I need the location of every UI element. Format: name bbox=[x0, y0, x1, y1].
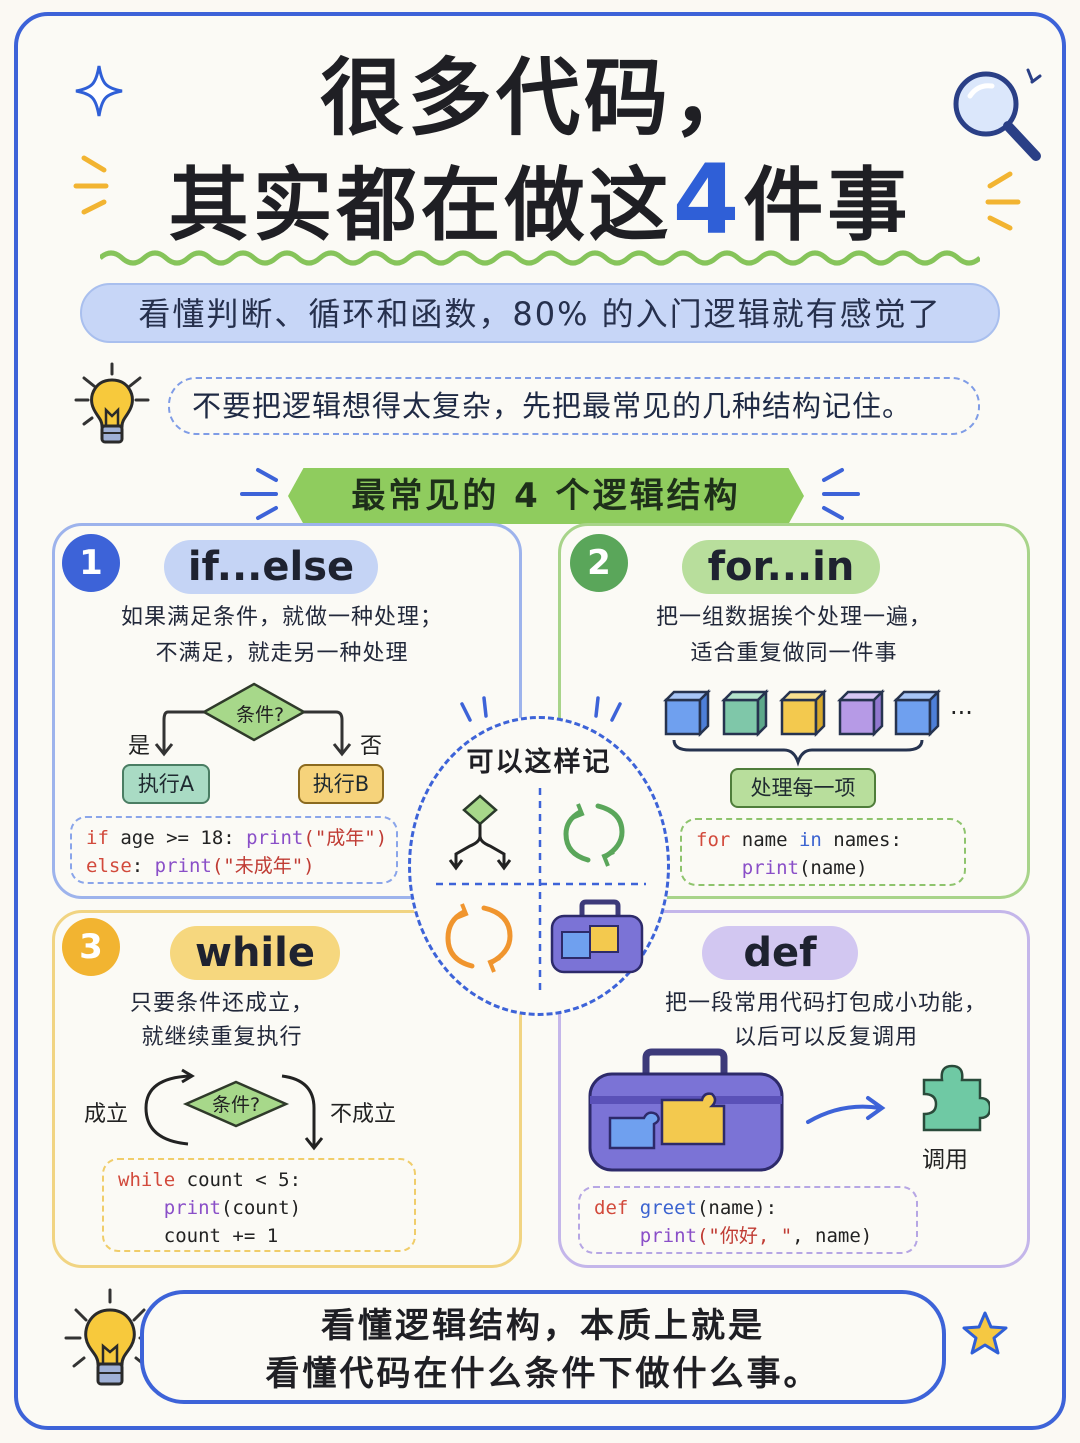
code-text: (name): bbox=[696, 1197, 778, 1219]
card1-desc-line1: 如果满足条件，就做一种处理； bbox=[120, 605, 443, 630]
banner-accent-left-icon bbox=[240, 468, 278, 520]
code-text: name bbox=[730, 829, 799, 851]
subtitle-banner: 看懂判断、循环和函数，80% 的入门逻辑就有感觉了 bbox=[80, 283, 1000, 343]
lightbulb-icon bbox=[74, 362, 150, 444]
loop-orange-icon bbox=[445, 903, 513, 973]
card3-desc-line2: 就继续重复执行 bbox=[141, 1025, 303, 1050]
while-loop-diagram bbox=[144, 1068, 324, 1151]
bottom-summary-line2: 看懂代码在什么条件下做什么事。 bbox=[265, 1354, 821, 1394]
center-label: 可以这样记 bbox=[466, 747, 612, 778]
card2-desc-line1: 把一组数据挨个处理一遍， bbox=[655, 605, 932, 630]
card1-keyword: if...else bbox=[164, 540, 378, 594]
code-keyword: for bbox=[696, 829, 731, 851]
cube-icon bbox=[778, 688, 828, 738]
if-no-label: 否 bbox=[360, 734, 383, 759]
cubes-ellipsis: ... bbox=[950, 692, 973, 720]
toolbox-puzzle-icon bbox=[588, 1048, 784, 1172]
toolbox-small-icon bbox=[550, 899, 644, 974]
title-accent-left-icon bbox=[73, 155, 109, 215]
code-text: names: bbox=[821, 829, 902, 851]
card-if-else bbox=[52, 523, 522, 899]
title-line2-suffix: 件事 bbox=[743, 159, 912, 252]
cube-icon bbox=[836, 688, 886, 738]
cube-icon bbox=[720, 688, 770, 738]
code-keyword: while bbox=[118, 1169, 176, 1191]
card4-desc-line1: 把一段常用代码打包成小功能， bbox=[664, 991, 987, 1016]
card-while bbox=[52, 910, 522, 1268]
code-function: print bbox=[741, 857, 799, 879]
code-function: print bbox=[639, 1225, 697, 1247]
code-keyword: in bbox=[798, 829, 822, 851]
puzzle-piece-icon bbox=[922, 1064, 990, 1132]
card2-number: 2 bbox=[570, 534, 628, 592]
banner-accent-right-icon bbox=[822, 468, 860, 520]
tip-callout: 不要把逻辑想得太复杂，先把最常见的几种结构记住。 bbox=[168, 377, 980, 435]
execute-a-box: 执行A bbox=[122, 764, 210, 804]
card2-desc-line2: 适合重复做同一件事 bbox=[690, 641, 898, 666]
title-number-4: 4 bbox=[666, 144, 750, 256]
bottom-summary-line1: 看懂逻辑结构，本质上就是 bbox=[321, 1306, 765, 1346]
branch-icon bbox=[448, 794, 512, 871]
code-text: age >= 18: bbox=[108, 827, 247, 849]
card-def bbox=[558, 910, 1030, 1268]
title-line2-prefix: 其实都在做这 bbox=[168, 159, 673, 252]
card1-desc-line2: 不满足，就走另一种处理 bbox=[155, 641, 409, 666]
code-text: , name) bbox=[792, 1225, 873, 1247]
circle-rays-icon bbox=[460, 696, 622, 722]
data-cubes-row bbox=[662, 688, 942, 767]
if-else-flowchart bbox=[154, 682, 352, 757]
while-condition-label: 条件? bbox=[211, 1094, 261, 1116]
structure-icons-grid bbox=[436, 788, 646, 996]
code-text: : bbox=[131, 855, 155, 877]
cube-icon bbox=[892, 688, 942, 738]
code-string: ("未成年") bbox=[211, 855, 315, 877]
card2-keyword: for...in bbox=[682, 540, 880, 594]
while-false-label: 不成立 bbox=[330, 1102, 397, 1127]
if-condition-label: 条件? bbox=[235, 704, 285, 726]
code-string: ("你好, " bbox=[696, 1225, 793, 1247]
card4-keyword: def bbox=[702, 926, 858, 980]
code-function: print bbox=[163, 1197, 221, 1219]
execute-b-box: 执行B bbox=[298, 764, 384, 804]
if-else-code-block: if age >= 18: print("成年") else: print("未… bbox=[70, 816, 398, 884]
star-icon bbox=[962, 1311, 1008, 1355]
title-accent-right-icon bbox=[985, 171, 1021, 231]
def-code-block: def greet(name): print("你好, ", name) bbox=[578, 1186, 918, 1254]
code-function: print bbox=[246, 827, 304, 849]
call-label: 调用 bbox=[922, 1147, 968, 1173]
magnifier-icon bbox=[953, 68, 1042, 161]
bottom-lightbulb-icon bbox=[64, 1288, 156, 1386]
code-keyword: else bbox=[86, 855, 132, 877]
card3-number: 3 bbox=[62, 918, 120, 976]
if-yes-label: 是 bbox=[128, 734, 151, 759]
while-true-label: 成立 bbox=[84, 1102, 129, 1127]
page-title-line2: 其实都在做这4件事 bbox=[0, 150, 1080, 256]
cube-icon bbox=[662, 688, 712, 738]
page-title-line1: 很多代码， bbox=[319, 49, 760, 147]
code-function: greet bbox=[628, 1197, 697, 1219]
code-keyword: if bbox=[86, 827, 109, 849]
section-title-banner: 最常见的 4 个逻辑结构 bbox=[288, 468, 804, 524]
process-each-item-box: 处理每一项 bbox=[730, 768, 876, 808]
code-text: (count) bbox=[220, 1197, 302, 1219]
card4-desc-line2: 以后可以反复调用 bbox=[733, 1025, 918, 1050]
loop-green-icon bbox=[563, 803, 625, 867]
for-in-code-block: for name in names: print(name) bbox=[680, 818, 966, 886]
title-wave-underline bbox=[100, 250, 980, 266]
card3-desc-line1: 只要条件还成立， bbox=[129, 991, 314, 1016]
call-arrow-icon bbox=[806, 1096, 886, 1124]
card3-keyword: while bbox=[170, 926, 340, 980]
while-code-block: while count < 5: print(count) count += 1 bbox=[102, 1158, 416, 1252]
code-text: count += 1 bbox=[163, 1225, 279, 1247]
code-function: print bbox=[154, 855, 212, 877]
bottom-summary-box: 看懂逻辑结构，本质上就是 看懂代码在什么条件下做什么事。 bbox=[140, 1290, 946, 1404]
code-string: ("成年") bbox=[303, 827, 388, 849]
card1-number: 1 bbox=[62, 534, 120, 592]
code-text: (name) bbox=[798, 857, 868, 879]
code-keyword: def bbox=[594, 1197, 629, 1219]
card-for-in bbox=[558, 523, 1030, 899]
code-text: count < 5: bbox=[175, 1169, 302, 1191]
sparkle-icon bbox=[75, 65, 123, 117]
